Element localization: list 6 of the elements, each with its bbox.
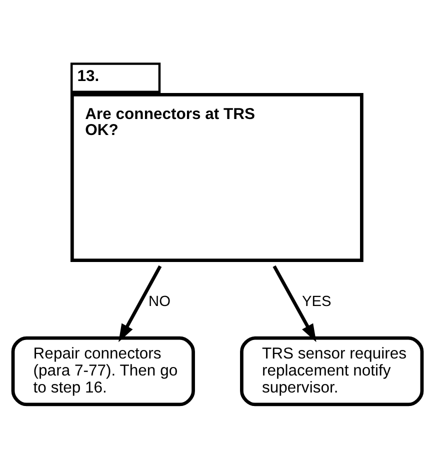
node-box: TRS sensor requires replacement notify supervisor. <box>240 336 424 406</box>
node-box: Repair connectors (para 7-77). Then go to step 16. <box>11 336 195 406</box>
edge-label: NO <box>148 293 170 310</box>
arrow <box>272 264 316 342</box>
arrow <box>118 264 162 342</box>
edge-label: YES <box>302 293 332 310</box>
